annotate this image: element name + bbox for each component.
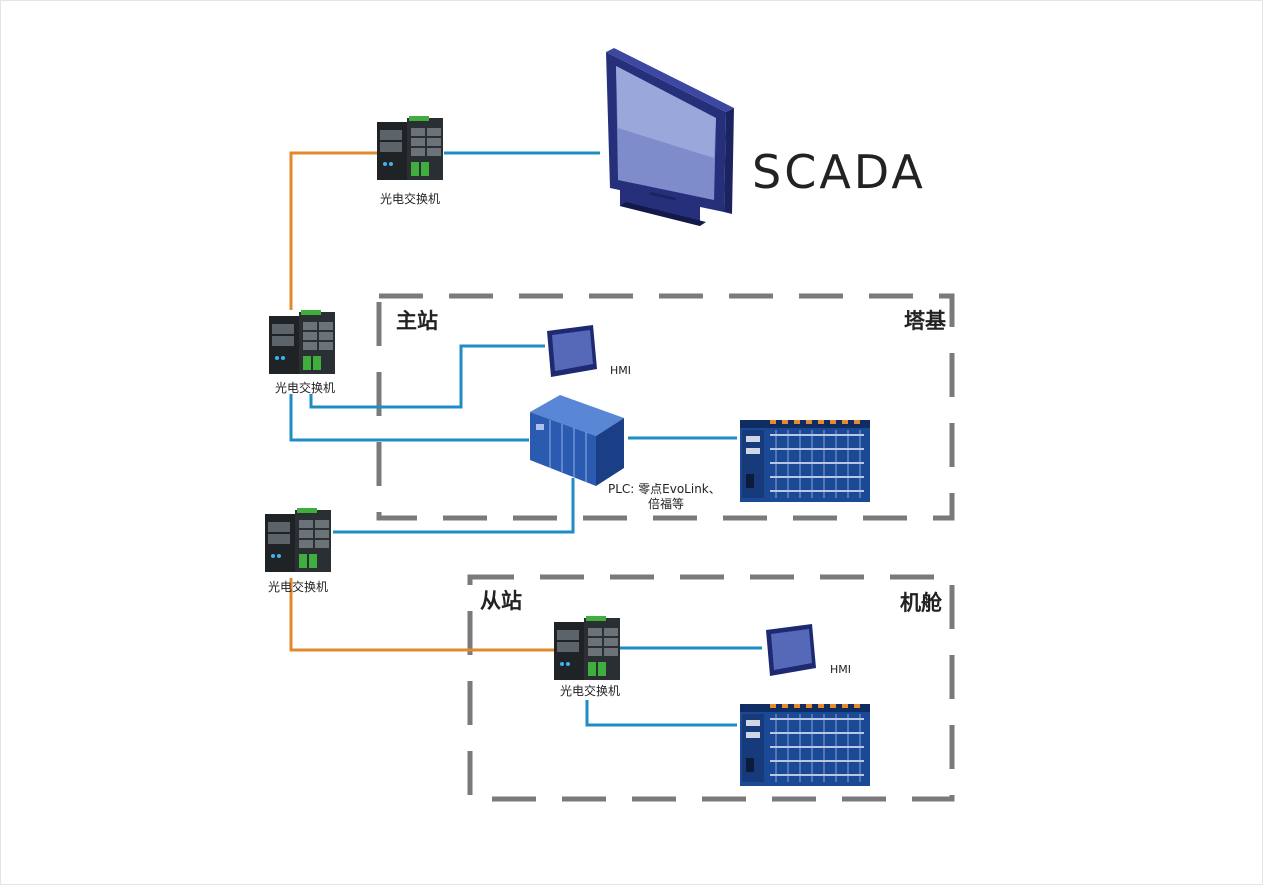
plc-label-line2: 倍福等 [648, 496, 684, 511]
ethernet-links [289, 151, 762, 727]
link-switch-io-slave [585, 700, 737, 727]
switch-label-top: 光电交换机 [380, 191, 440, 206]
fiber-links [289, 151, 555, 652]
fiber-link-top [289, 151, 378, 310]
link-switch-hmi-master [309, 344, 545, 409]
switch-label-master: 光电交换机 [275, 380, 335, 395]
link-switch-plc [289, 394, 529, 442]
switch-label-slave: 光电交换机 [560, 683, 620, 698]
hmi-label-slave: HMI [830, 663, 851, 676]
plc-cabinet-icon [530, 395, 624, 486]
slave-zone-label: 从站 [480, 589, 522, 613]
slave-zone-border [467, 574, 955, 802]
fiber-link-bottom [289, 578, 555, 652]
monitor-icon [606, 48, 734, 226]
tower-base-label: 塔基 [904, 309, 947, 333]
link-plc-switch-3 [333, 478, 575, 534]
scada-label: SCADA [752, 145, 926, 199]
switch-label-lower: 光电交换机 [268, 579, 328, 594]
hmi-label-master: HMI [610, 364, 631, 377]
nacelle-label: 机舱 [900, 591, 943, 615]
plc-label-line1: PLC: 零点EvoLink、 [608, 482, 721, 496]
master-zone-label: 主站 [396, 309, 438, 333]
